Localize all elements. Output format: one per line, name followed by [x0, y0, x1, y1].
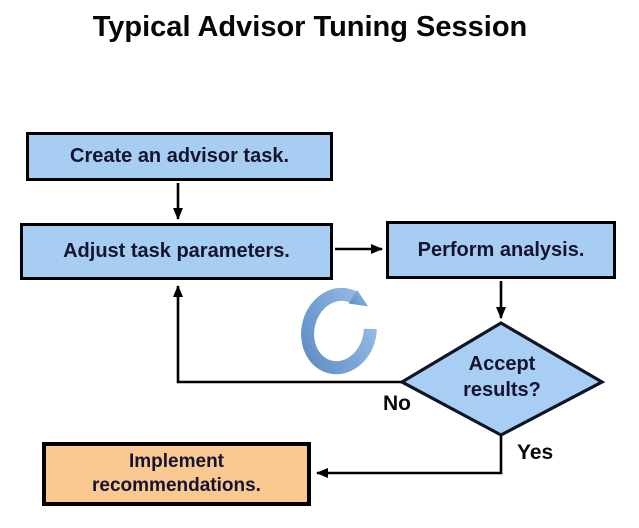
edge-label-no: No [383, 392, 411, 415]
node-accept-results-label: Accept results? [463, 353, 541, 401]
node-implement-recommendations: Implement recommendations. [42, 442, 311, 506]
node-create-task-label: Create an advisor task. [70, 145, 289, 167]
node-perform-analysis-label: Perform analysis. [417, 238, 585, 261]
node-implement-recommendations-label: Implement recommendations. [92, 451, 261, 496]
page-title: Typical Advisor Tuning Session [92, 11, 528, 43]
edge-label-yes: Yes [517, 441, 554, 464]
cycle-arrow-icon [297, 285, 381, 375]
node-create-task: Create an advisor task. [26, 132, 333, 181]
node-adjust-parameters-label: Adjust task parameters. [63, 240, 290, 262]
node-adjust-parameters: Adjust task parameters. [20, 223, 333, 280]
edge-decision-no-to-adjust [173, 285, 402, 384]
node-accept-results-shape [398, 321, 606, 437]
node-perform-analysis: Perform analysis. [386, 221, 616, 279]
edge-decision-yes-to-implement [316, 436, 503, 478]
